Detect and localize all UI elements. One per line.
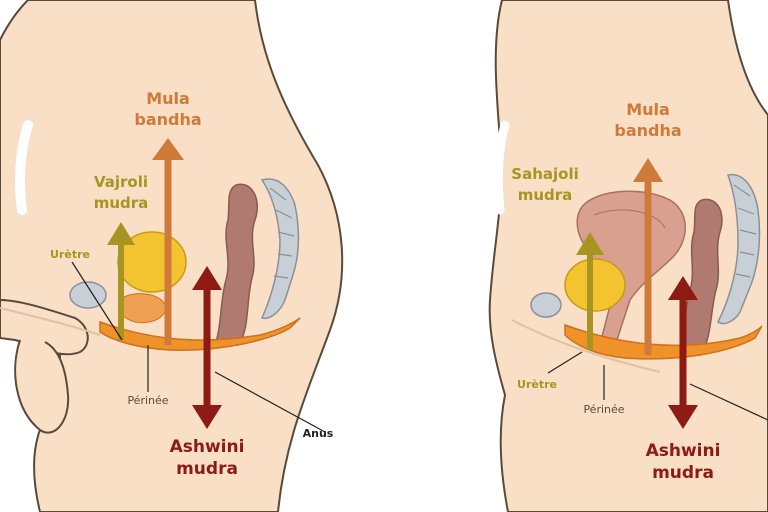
left-sacrum	[260, 178, 300, 320]
right-sahajoli-label-line1: Sahajoli	[511, 165, 578, 183]
left-ashwini-arrowhead-down	[192, 405, 222, 429]
left-mula-label-line1: Mula	[146, 89, 190, 108]
left-uretre-label: Urètre	[50, 248, 90, 261]
right-ashwini-arrowhead-down	[668, 405, 698, 429]
left-anus-label: Anus	[303, 427, 334, 440]
left-scrotum	[14, 339, 70, 434]
left-mula-label-line2: bandha	[134, 110, 201, 129]
left-ashwini-label-line2: mudra	[176, 459, 238, 479]
left-panel-male: Mula bandha Vajroli mudra Urètre Périnée…	[0, 0, 344, 512]
right-panel-female: Mula bandha Sahajoli mudra Urètre Périné…	[488, 0, 768, 512]
right-sahajoli-label-line2: mudra	[518, 186, 573, 204]
left-pelvic-floor	[99, 317, 301, 351]
right-perinee-label: Périnée	[583, 403, 624, 416]
right-uretre-label: Urètre	[517, 378, 557, 391]
right-ashwini-arrowhead-up	[668, 276, 698, 300]
right-ashwini-label-line2: mudra	[652, 463, 714, 483]
left-ashwini-label-line1: Ashwini	[170, 437, 245, 457]
left-perinee-label: Périnée	[127, 394, 168, 407]
right-mula-label-line1: Mula	[626, 100, 670, 119]
right-bladder	[564, 258, 626, 312]
right-mula-label-line2: bandha	[614, 121, 681, 140]
right-pelvic-floor	[564, 323, 763, 360]
left-vajroli-label-line2: mudra	[94, 194, 149, 212]
right-ashwini-label-line1: Ashwini	[646, 441, 721, 461]
right-pubic-bone	[530, 292, 562, 318]
left-ashwini-arrowhead-up	[192, 266, 222, 290]
left-mula-arrowhead	[152, 138, 184, 160]
right-sahajoli-arrowhead	[576, 232, 604, 255]
right-mula-arrowhead	[633, 158, 663, 182]
left-vajroli-arrowhead	[107, 222, 135, 245]
left-vajroli-label-line1: Vajroli	[94, 173, 148, 191]
